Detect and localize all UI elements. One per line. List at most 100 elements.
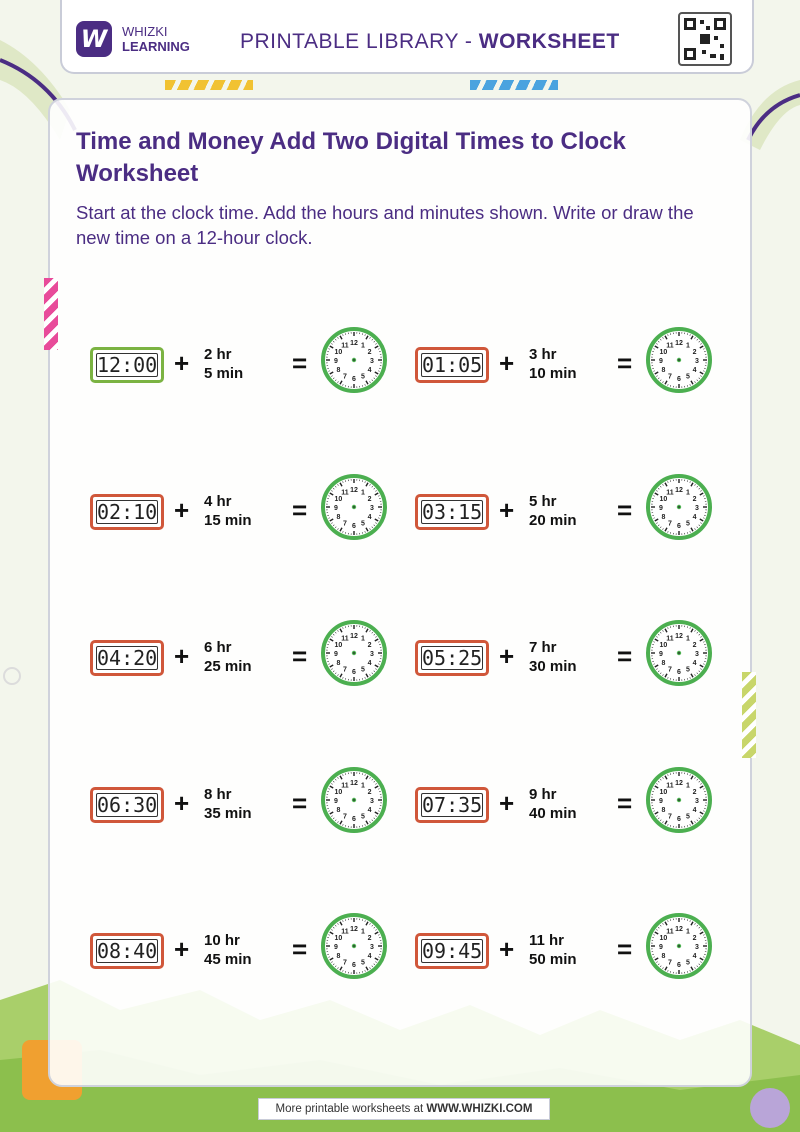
clock-tick: [371, 672, 373, 675]
plus-sign: +: [499, 495, 515, 525]
clock-tick: [339, 966, 343, 971]
clock-tick: [331, 815, 333, 817]
clock-tick: [689, 677, 691, 679]
clock-tick: [689, 627, 691, 629]
clock-tick: [699, 345, 704, 349]
clock-tick: [656, 929, 658, 931]
clock-tick: [700, 929, 702, 931]
clock-tick: [378, 663, 380, 665]
clock-number: 3: [370, 358, 374, 365]
clock-tick: [694, 777, 696, 779]
clock-number: 6: [352, 376, 356, 383]
clock-tick: [378, 495, 380, 497]
added-minutes: 45 min: [204, 951, 252, 968]
clock-tick: [694, 337, 696, 339]
added-minutes: 10 min: [529, 365, 577, 382]
clock-tick: [696, 631, 698, 634]
equals-sign: =: [292, 641, 308, 671]
clock-tick: [654, 345, 659, 349]
clock-tick: [339, 482, 343, 487]
clock-tick: [371, 526, 373, 529]
clock-tick: [700, 636, 702, 638]
clock-number: 12: [675, 780, 683, 787]
clock-tick: [662, 967, 664, 969]
clock-tick: [365, 482, 369, 487]
digital-clock: 07:35: [415, 787, 489, 823]
clock-tick: [332, 781, 335, 783]
clock-number: 9: [334, 944, 338, 951]
clock-number: 3: [370, 798, 374, 805]
clock-tick: [689, 384, 691, 386]
clock-tick: [703, 641, 705, 643]
clock-number: 3: [370, 944, 374, 951]
clock-tick: [337, 337, 339, 339]
clock-number: 10: [660, 349, 668, 356]
equals-sign: =: [617, 495, 633, 525]
clock-tick: [690, 527, 694, 532]
clock-tick: [335, 526, 337, 529]
clock-tick: [660, 965, 662, 968]
clock-tick: [699, 638, 704, 642]
clock-number: 2: [368, 935, 372, 942]
clock-tick: [328, 641, 330, 643]
clock-number: 7: [343, 814, 347, 821]
added-minutes: 50 min: [529, 951, 577, 968]
clock-tick: [694, 528, 696, 530]
clock-tick: [690, 921, 694, 926]
clock-tick: [653, 934, 655, 936]
clock-tick: [656, 375, 658, 377]
clock-number: 4: [368, 660, 372, 667]
clock-number: 3: [695, 505, 699, 512]
clock-tick: [332, 377, 335, 379]
clock-tick: [365, 775, 369, 780]
clock-tick: [375, 522, 377, 524]
clock-tick: [656, 815, 658, 817]
clock-number: 10: [335, 935, 343, 942]
clock-tick: [328, 348, 330, 350]
clock-tick: [657, 927, 660, 929]
clock-tick: [664, 820, 668, 825]
clock-number: 8: [336, 807, 340, 814]
clock-tick: [329, 371, 334, 375]
clock-tick: [342, 531, 344, 533]
clock-tick: [378, 348, 380, 350]
clock-tick: [329, 345, 334, 349]
footer-link[interactable]: WWW.WHIZKI.COM: [426, 1103, 533, 1115]
plus-sign: +: [499, 641, 515, 671]
digital-clock: 09:45: [415, 933, 489, 969]
clock-tick: [373, 781, 376, 783]
clock-tick: [365, 335, 369, 340]
clock-tick: [342, 334, 344, 336]
clock-tick: [369, 777, 371, 779]
clock-tick: [364, 384, 366, 386]
clock-number: 4: [693, 660, 697, 667]
digital-time: 08:40: [96, 939, 158, 963]
clock-tick: [698, 927, 701, 929]
clock-tick: [374, 957, 379, 961]
clock-tick: [369, 630, 371, 632]
clock-tick: [378, 370, 380, 372]
digital-time: 12:00: [96, 353, 158, 377]
clock-number: 1: [361, 782, 365, 789]
clock-tick: [699, 785, 704, 789]
clock-tick: [373, 927, 376, 929]
clock-tick: [667, 920, 669, 922]
clock-number: 3: [695, 944, 699, 951]
clock-number: 11: [341, 782, 349, 789]
clock-tick: [662, 821, 664, 823]
clock-tick: [329, 931, 334, 935]
digital-time: 02:10: [96, 500, 158, 524]
